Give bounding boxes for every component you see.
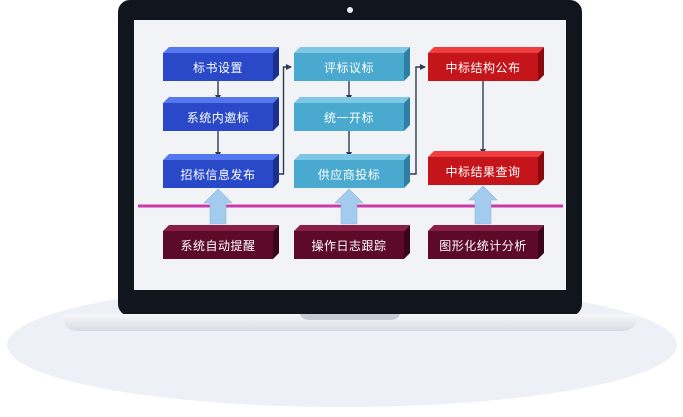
node-shape [294, 154, 410, 188]
node-front-face [294, 231, 404, 259]
node-top-face [294, 225, 410, 231]
node-tender-publish: 招标信息发布 [163, 154, 279, 188]
node-top-face [163, 47, 279, 53]
node-operation-log: 操作日志跟踪 [294, 225, 410, 259]
node-top-face [163, 97, 279, 103]
node-label: 标书设置 [192, 60, 243, 75]
node-side-face [273, 154, 279, 188]
node-label: 图形化统计分析 [439, 238, 527, 253]
node-top-face [294, 97, 410, 103]
node-label: 操作日志跟踪 [311, 238, 387, 253]
node-label: 系统内邀标 [186, 110, 250, 125]
node-label: 评标议标 [323, 60, 374, 75]
node-top-face [163, 225, 279, 231]
camera-dot [347, 7, 353, 13]
node-tender-setup: 标书设置 [163, 47, 279, 81]
node-graphical-analysis: 图形化统计分析 [428, 225, 544, 259]
node-front-face [163, 231, 273, 259]
node-shape [294, 47, 410, 81]
node-front-face [428, 231, 538, 259]
node-top-face [294, 154, 410, 160]
node-supplier-bid: 供应商投标 [294, 154, 410, 188]
node-label: 中标结构公布 [445, 60, 521, 75]
node-label: 中标结果查询 [445, 164, 521, 179]
node-front-face [163, 53, 273, 81]
node-award-query: 中标结果查询 [428, 151, 544, 185]
node-shape [428, 47, 544, 81]
node-side-face [273, 47, 279, 81]
node-shape [294, 97, 410, 131]
node-shape [163, 154, 279, 188]
node-side-face [273, 225, 279, 259]
node-shape [428, 225, 544, 259]
node-side-face [538, 225, 544, 259]
node-side-face [538, 47, 544, 81]
node-front-face [294, 53, 404, 81]
node-shape [294, 225, 410, 259]
node-shape [163, 47, 279, 81]
node-front-face [163, 103, 273, 131]
flow-connector [404, 64, 426, 175]
node-side-face [404, 225, 410, 259]
node-top-face [428, 225, 544, 231]
node-label: 系统自动提醒 [180, 238, 256, 253]
node-label: 统一开标 [323, 110, 374, 125]
node-unified-bid-open: 统一开标 [294, 97, 410, 131]
node-front-face [294, 103, 404, 131]
node-top-face [428, 47, 544, 53]
node-side-face [538, 151, 544, 185]
node-shape [163, 225, 279, 259]
node-bid-evaluation: 评标议标 [294, 47, 410, 81]
node-top-face [294, 47, 410, 53]
node-front-face [163, 160, 273, 188]
node-front-face [428, 157, 538, 185]
node-label: 招标信息发布 [180, 167, 256, 182]
node-auto-reminder: 系统自动提醒 [163, 225, 279, 259]
node-internal-invite: 系统内邀标 [163, 97, 279, 131]
support-arrow [203, 188, 233, 225]
node-label: 供应商投标 [317, 167, 381, 182]
support-arrow [334, 188, 364, 225]
node-shape [163, 97, 279, 131]
node-award-announce: 中标结构公布 [428, 47, 544, 81]
laptop-base [64, 314, 636, 331]
node-top-face [428, 151, 544, 157]
node-front-face [428, 53, 538, 81]
node-side-face [404, 97, 410, 131]
node-shape [428, 151, 544, 185]
node-side-face [273, 97, 279, 131]
node-side-face [404, 154, 410, 188]
node-top-face [163, 154, 279, 160]
support-arrow [468, 185, 498, 225]
node-side-face [404, 47, 410, 81]
laptop-notch [300, 314, 400, 320]
node-front-face [294, 160, 404, 188]
